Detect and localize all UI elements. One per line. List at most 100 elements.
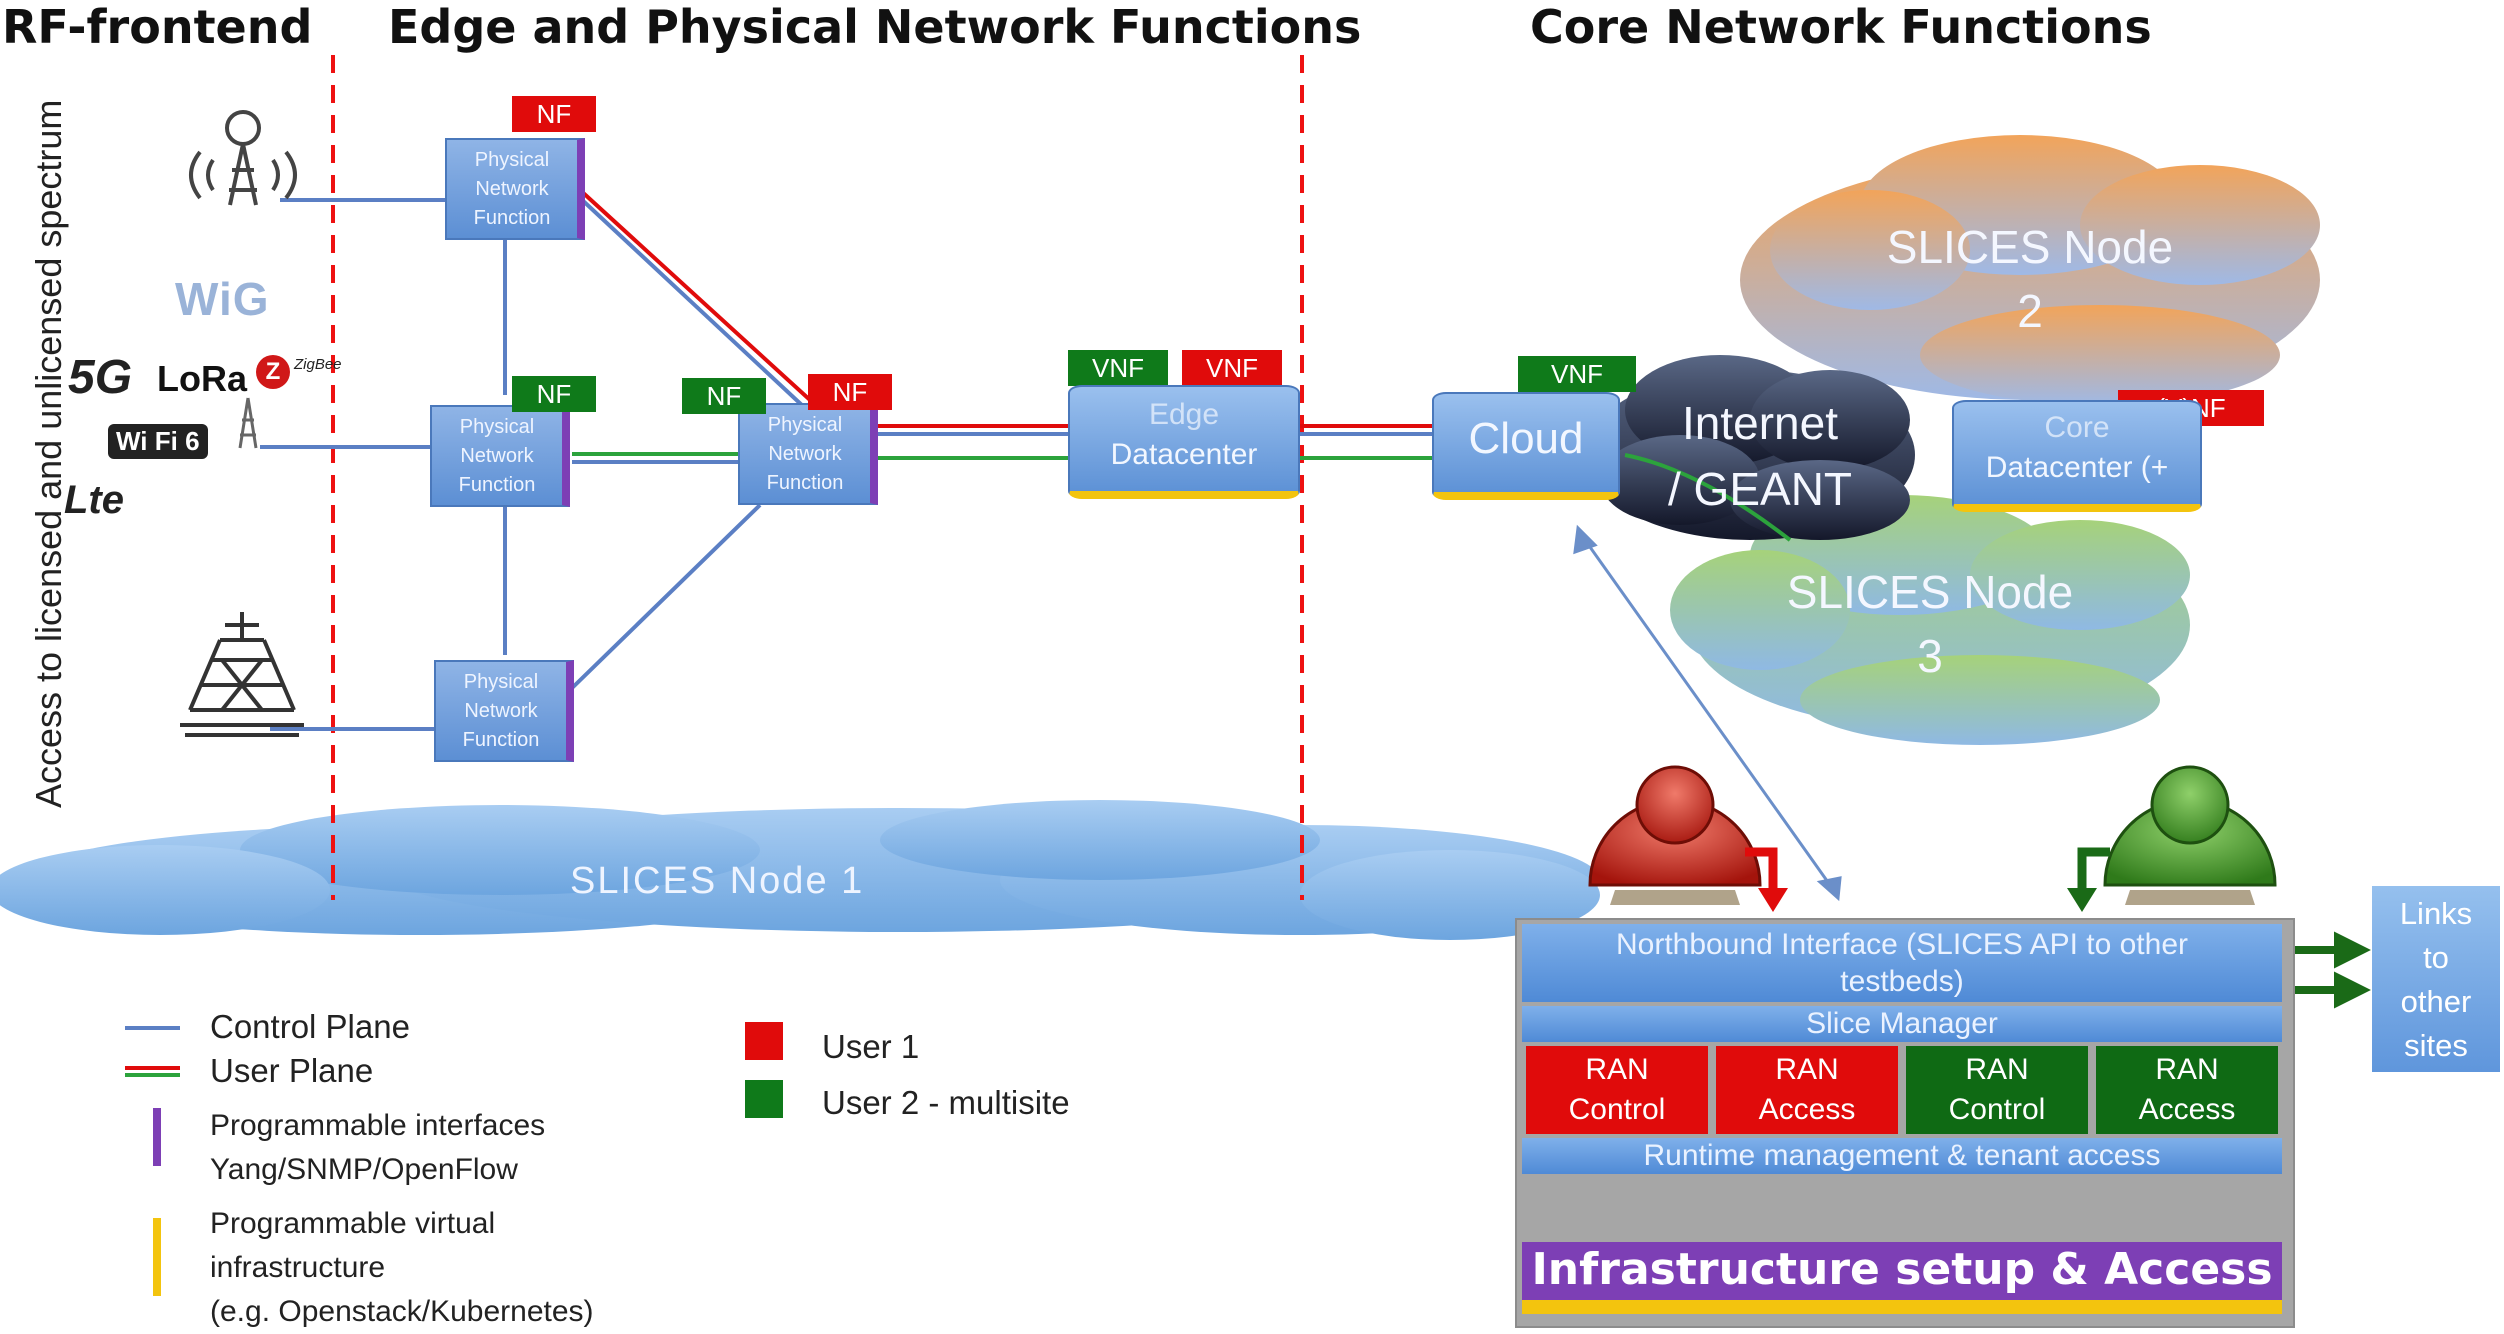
small-antenna-icon xyxy=(238,397,258,449)
pnf-middle-left: Physical Network Function xyxy=(430,405,570,507)
pnf-mr-l1: Physical xyxy=(767,414,843,436)
user-plane-red-lines xyxy=(578,188,1432,428)
legend-prog-interfaces: Programmable interfaces Yang/SNMP/OpenFl… xyxy=(210,1104,545,1192)
control-plane-links xyxy=(260,198,762,731)
runtime-management-bar[interactable]: Runtime management & tenant access xyxy=(1522,1138,2282,1174)
northbound-l1: Northbound Interface (SLICES API to othe… xyxy=(1616,928,2188,961)
pnf-top: Physical Network Function xyxy=(445,138,585,240)
legend-prog-vi-l2: infrastructure xyxy=(210,1251,386,1284)
vnf-tag-edge-red: VNF xyxy=(1182,350,1282,386)
slices-node-3-l1: SLICES Node xyxy=(1786,566,2074,618)
pnf-middle-right: Physical Network Function xyxy=(738,403,878,505)
legend-prog-if-bar xyxy=(153,1108,161,1166)
lora-logo: LoRa xyxy=(157,358,247,399)
heading-core-functions: Core Network Functions xyxy=(1530,0,2152,54)
links-arrows xyxy=(2292,931,2371,1009)
user-1-arrow xyxy=(1745,847,1778,890)
pnf-bottom: Physical Network Function xyxy=(434,660,574,762)
nf-tag-middle-right-red: NF xyxy=(808,374,892,410)
cell-tower-icon xyxy=(189,110,297,206)
broadcast-tower-icon xyxy=(180,612,304,737)
slices-node-2-l2: 2 xyxy=(2017,285,2043,337)
pnf-ml-l2: Network xyxy=(460,445,534,467)
legend-user1-swatch xyxy=(745,1022,783,1060)
links-l2: to xyxy=(2423,940,2449,975)
spectrum-access-label: Access to licensed and unlicensed spectr… xyxy=(28,99,69,808)
cloud-to-api-arrow xyxy=(1573,524,1842,902)
links-l3: other xyxy=(2400,984,2472,1019)
legend-user2-swatch xyxy=(745,1080,783,1118)
legend-prog-vi-bar xyxy=(153,1218,161,1296)
ran-2-l2: Control xyxy=(1948,1093,2046,1126)
northbound-interface-bar[interactable]: Northbound Interface (SLICES API to othe… xyxy=(1522,924,2282,1002)
nf-tag-top: NF xyxy=(512,96,596,132)
ran-3-l1: RAN xyxy=(2155,1053,2219,1086)
links-l1: Links xyxy=(2399,896,2473,931)
user-2-icon xyxy=(2103,765,2277,905)
core-datacenter: Core Datacenter (+ xyxy=(1952,400,2202,512)
wifi6-logo: Wi Fi 6 xyxy=(108,424,208,459)
legend-user-plane: User Plane xyxy=(210,1052,374,1089)
cloud-dc-label: Cloud xyxy=(1468,414,1584,463)
pnf-mr-l3: Function xyxy=(766,472,844,494)
slices-node-2-l1: SLICES Node xyxy=(1886,221,2174,273)
ran-1-l2: Access xyxy=(1758,1093,1856,1126)
heading-edge-functions: Edge and Physical Network Functions xyxy=(388,0,1362,54)
nf-tag-middle-left: NF xyxy=(512,376,596,412)
user-1-icon xyxy=(1588,765,1762,905)
infrastructure-label: Infrastructure setup & Access xyxy=(1531,1244,2273,1295)
core-dc-l1: Core xyxy=(2044,411,2110,444)
internet-l1: Internet xyxy=(1682,397,1838,449)
ran-access-user2[interactable]: RAN Access xyxy=(2096,1046,2278,1134)
legend-control-plane: Control Plane xyxy=(210,1008,410,1045)
legend-prog-vi-l1: Programmable virtual xyxy=(210,1207,496,1240)
legend-prog-if-l1: Programmable interfaces xyxy=(210,1109,546,1142)
pnf-ml-l1: Physical xyxy=(459,416,535,438)
slices-node-1-cloud xyxy=(0,800,1600,940)
internet-geant-label: Internet / GEANT xyxy=(1640,390,1880,522)
user-plane-blue-lines xyxy=(578,196,1432,436)
edge-dc-l2: Datacenter xyxy=(1110,438,1258,471)
pnf-b-l2: Network xyxy=(464,700,538,722)
5g-logo: 5G xyxy=(68,351,133,404)
pnf-mr-l2: Network xyxy=(768,443,842,465)
edge-dc-l1: Edge xyxy=(1148,398,1220,431)
core-dc-l2: Datacenter (+ xyxy=(1985,451,2169,484)
pnf-top-l2: Network xyxy=(475,178,549,200)
legend-user1: User 1 xyxy=(822,1028,920,1065)
internet-geant-cloud xyxy=(1585,355,1915,540)
ran-access-user1[interactable]: RAN Access xyxy=(1716,1046,1898,1134)
lte-logo: Lte xyxy=(64,478,124,522)
ran-control-user2[interactable]: RAN Control xyxy=(1906,1046,2088,1134)
slices-node-1-label: SLICES Node 1 xyxy=(570,860,865,902)
user-plane-green-lines xyxy=(572,452,1792,542)
ran-control-user1[interactable]: RAN Control xyxy=(1526,1046,1708,1134)
pnf-ml-l3: Function xyxy=(458,474,536,496)
wigig-logo: WiG xyxy=(175,273,270,325)
infrastructure-setup-bar[interactable]: Infrastructure setup & Access xyxy=(1522,1242,2282,1314)
links-to-other-sites[interactable]: Links to other sites xyxy=(2372,886,2500,1072)
slices-node-2-cloud xyxy=(1740,135,2320,405)
ran-0-l1: RAN xyxy=(1585,1053,1649,1086)
slice-manager-bar[interactable]: Slice Manager xyxy=(1522,1006,2282,1042)
links-l4: sites xyxy=(2404,1028,2468,1063)
northbound-l2: testbeds) xyxy=(1840,965,1964,998)
edge-datacenter: Edge Datacenter xyxy=(1068,385,1300,499)
vnf-tag-edge-green: VNF xyxy=(1068,350,1168,386)
slices-node-3-l2: 3 xyxy=(1917,630,1943,682)
pnf-b-l1: Physical xyxy=(463,671,539,693)
pnf-b-l3: Function xyxy=(462,729,540,751)
legend-prog-vi-l3: (e.g. Openstack/Kubernetes) xyxy=(210,1295,594,1328)
zigbee-label: ZigBee xyxy=(294,356,342,373)
legend-prog-if-l2: Yang/SNMP/OpenFlow xyxy=(210,1153,518,1186)
ran-2-l1: RAN xyxy=(1965,1053,2029,1086)
internet-l2: / GEANT xyxy=(1667,463,1853,515)
user-2-arrow xyxy=(2077,847,2110,890)
ran-3-l2: Access xyxy=(2138,1093,2236,1126)
ran-0-l2: Control xyxy=(1568,1093,1666,1126)
slices-node-3-cloud xyxy=(1670,495,2190,745)
legend-prog-virtual: Programmable virtual infrastructure (e.g… xyxy=(210,1202,594,1334)
pnf-top-l3: Function xyxy=(473,207,551,229)
legend-user2: User 2 - multisite xyxy=(822,1084,1070,1121)
vnf-tag-cloud: VNF xyxy=(1518,356,1636,392)
